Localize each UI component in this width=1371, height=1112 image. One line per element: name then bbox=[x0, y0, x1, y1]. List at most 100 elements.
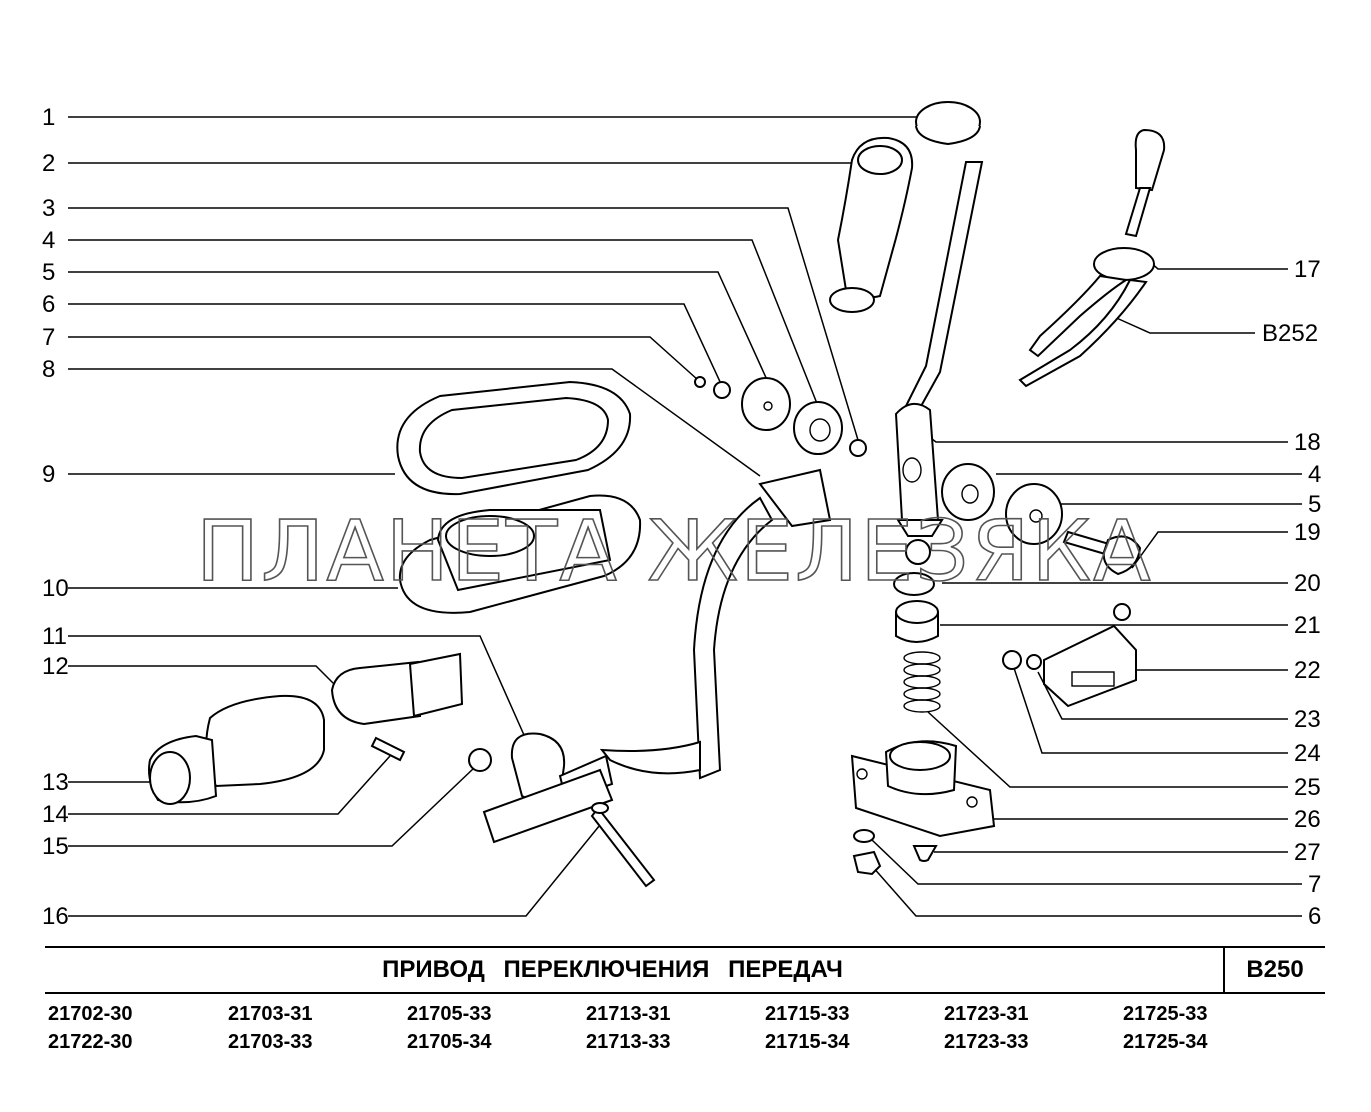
model-column-2: 21703-31 21703-33 bbox=[228, 1000, 398, 1056]
model-column-3: 21705-33 21705-34 bbox=[407, 1000, 577, 1056]
leader-15 bbox=[68, 767, 475, 847]
joint-screw bbox=[370, 736, 406, 762]
callout-1: 1 bbox=[42, 104, 55, 131]
callout-27: 27 bbox=[1294, 839, 1321, 866]
shift-assembly-thumbnail bbox=[1018, 128, 1166, 388]
clamp-bolt bbox=[1062, 530, 1142, 576]
model-code: 21703-31 bbox=[228, 1003, 313, 1025]
leader-4 bbox=[68, 239, 819, 407]
leader-7r bbox=[871, 839, 1302, 885]
callout-4-right: 4 bbox=[1308, 461, 1321, 488]
rod-tube bbox=[482, 768, 614, 844]
small-bushing bbox=[849, 439, 867, 457]
leader-6r bbox=[871, 865, 1302, 917]
o-ring bbox=[893, 572, 935, 596]
callout-12: 12 bbox=[42, 653, 69, 680]
seal-frame bbox=[396, 380, 632, 496]
model-code: 21725-34 bbox=[1123, 1031, 1208, 1053]
exploded-parts-diagram: 1 2 3 4 5 6 7 8 9 10 11 12 13 14 15 16 1… bbox=[42, 101, 1321, 930]
model-code: 21723-33 bbox=[944, 1031, 1029, 1053]
clamp-screw bbox=[590, 802, 656, 888]
callout-17: 17 bbox=[1294, 256, 1321, 283]
leader-23 bbox=[1037, 671, 1288, 720]
model-code: 21702-30 bbox=[48, 1003, 133, 1025]
model-column-6: 21723-31 21723-33 bbox=[944, 1000, 1114, 1056]
model-code: 21715-34 bbox=[765, 1031, 850, 1053]
callout-18: 18 bbox=[1294, 429, 1321, 456]
callout-26: 26 bbox=[1294, 806, 1321, 833]
diagram-title: ПРИВОД ПЕРЕКЛЮЧЕНИЯ ПЕРЕДАЧ bbox=[382, 956, 843, 983]
callout-5: 5 bbox=[42, 259, 55, 286]
model-column-5: 21715-33 21715-34 bbox=[765, 1000, 935, 1056]
callout-23: 23 bbox=[1294, 706, 1321, 733]
callout-7: 7 bbox=[42, 324, 55, 351]
model-code: 21725-33 bbox=[1123, 1003, 1208, 1025]
callout-24: 24 bbox=[1294, 740, 1321, 767]
model-code: 21705-33 bbox=[407, 1003, 492, 1025]
mounting-plate bbox=[1043, 603, 1137, 708]
leader-6 bbox=[68, 303, 723, 387]
universal-joint bbox=[330, 652, 464, 726]
lever-housing bbox=[850, 740, 996, 838]
model-code: 21713-31 bbox=[586, 1003, 671, 1025]
diagram-code: B250 bbox=[1246, 956, 1304, 983]
callout-4: 4 bbox=[42, 227, 55, 254]
boot-base bbox=[398, 494, 642, 614]
knob-cap bbox=[915, 101, 981, 146]
callout-8: 8 bbox=[42, 356, 55, 383]
spring bbox=[903, 651, 941, 713]
joint-nut bbox=[468, 748, 492, 772]
callout-5-right: 5 bbox=[1308, 491, 1321, 518]
leader-7 bbox=[68, 336, 699, 381]
model-code: 21705-34 bbox=[407, 1031, 492, 1053]
callout-22: 22 bbox=[1294, 657, 1321, 684]
washers-left bbox=[694, 376, 843, 455]
callout-11: 11 bbox=[42, 623, 67, 650]
callout-19: 19 bbox=[1294, 519, 1321, 546]
leader-lines-left bbox=[68, 116, 918, 917]
callout-16: 16 bbox=[42, 903, 69, 930]
gear-lever bbox=[894, 161, 984, 565]
leader-19 bbox=[1131, 531, 1288, 569]
leader-17 bbox=[1149, 261, 1288, 270]
washer-bottom bbox=[853, 829, 875, 843]
shift-rod bbox=[599, 468, 832, 780]
leader-5 bbox=[68, 271, 769, 383]
model-code: 21713-33 bbox=[586, 1031, 671, 1053]
callout-20: 20 bbox=[1294, 570, 1321, 597]
callout-2: 2 bbox=[42, 150, 55, 177]
model-column-4: 21713-31 21713-33 bbox=[586, 1000, 756, 1056]
leader-14 bbox=[68, 755, 391, 815]
callout-14: 14 bbox=[42, 801, 69, 828]
watermark: ПЛАНЕТА ЖЕЛЕЗЯКА bbox=[196, 502, 1153, 600]
callout-10: 10 bbox=[42, 575, 69, 602]
title-bar: ПРИВОД ПЕРЕКЛЮЧЕНИЯ ПЕРЕДАЧ B250 bbox=[45, 946, 1325, 994]
model-code: 21723-31 bbox=[944, 1003, 1029, 1025]
callout-6: 6 bbox=[42, 291, 55, 318]
callout-9: 9 bbox=[42, 461, 55, 488]
callout-3: 3 bbox=[42, 195, 55, 222]
plug bbox=[912, 845, 938, 862]
joint-boot bbox=[148, 694, 325, 805]
callout-6-right: 6 bbox=[1308, 903, 1321, 930]
model-code: 21715-33 bbox=[765, 1003, 850, 1025]
leader-18 bbox=[919, 429, 1288, 443]
callout-7-right: 7 bbox=[1308, 871, 1321, 898]
leader-8 bbox=[68, 368, 761, 477]
model-code: 21703-33 bbox=[228, 1031, 313, 1053]
lever-bushing bbox=[895, 600, 939, 643]
model-code: 21722-30 bbox=[48, 1031, 133, 1053]
model-column-1: 21702-30 21722-30 bbox=[48, 1000, 218, 1056]
callout-13: 13 bbox=[42, 769, 69, 796]
plate-washer bbox=[1026, 654, 1042, 670]
nut-bottom bbox=[852, 850, 882, 876]
leader-11 bbox=[68, 635, 529, 745]
callout-21: 21 bbox=[1294, 612, 1321, 639]
left-callouts: 1 2 3 4 5 6 7 8 9 10 11 12 13 14 15 16 bbox=[42, 104, 69, 930]
gear-knob bbox=[829, 136, 914, 313]
leader-12 bbox=[68, 665, 341, 691]
callout-b252: B252 bbox=[1262, 320, 1318, 347]
leader-25 bbox=[927, 711, 1288, 788]
washers-right bbox=[941, 463, 1063, 545]
leader-16 bbox=[68, 819, 605, 917]
